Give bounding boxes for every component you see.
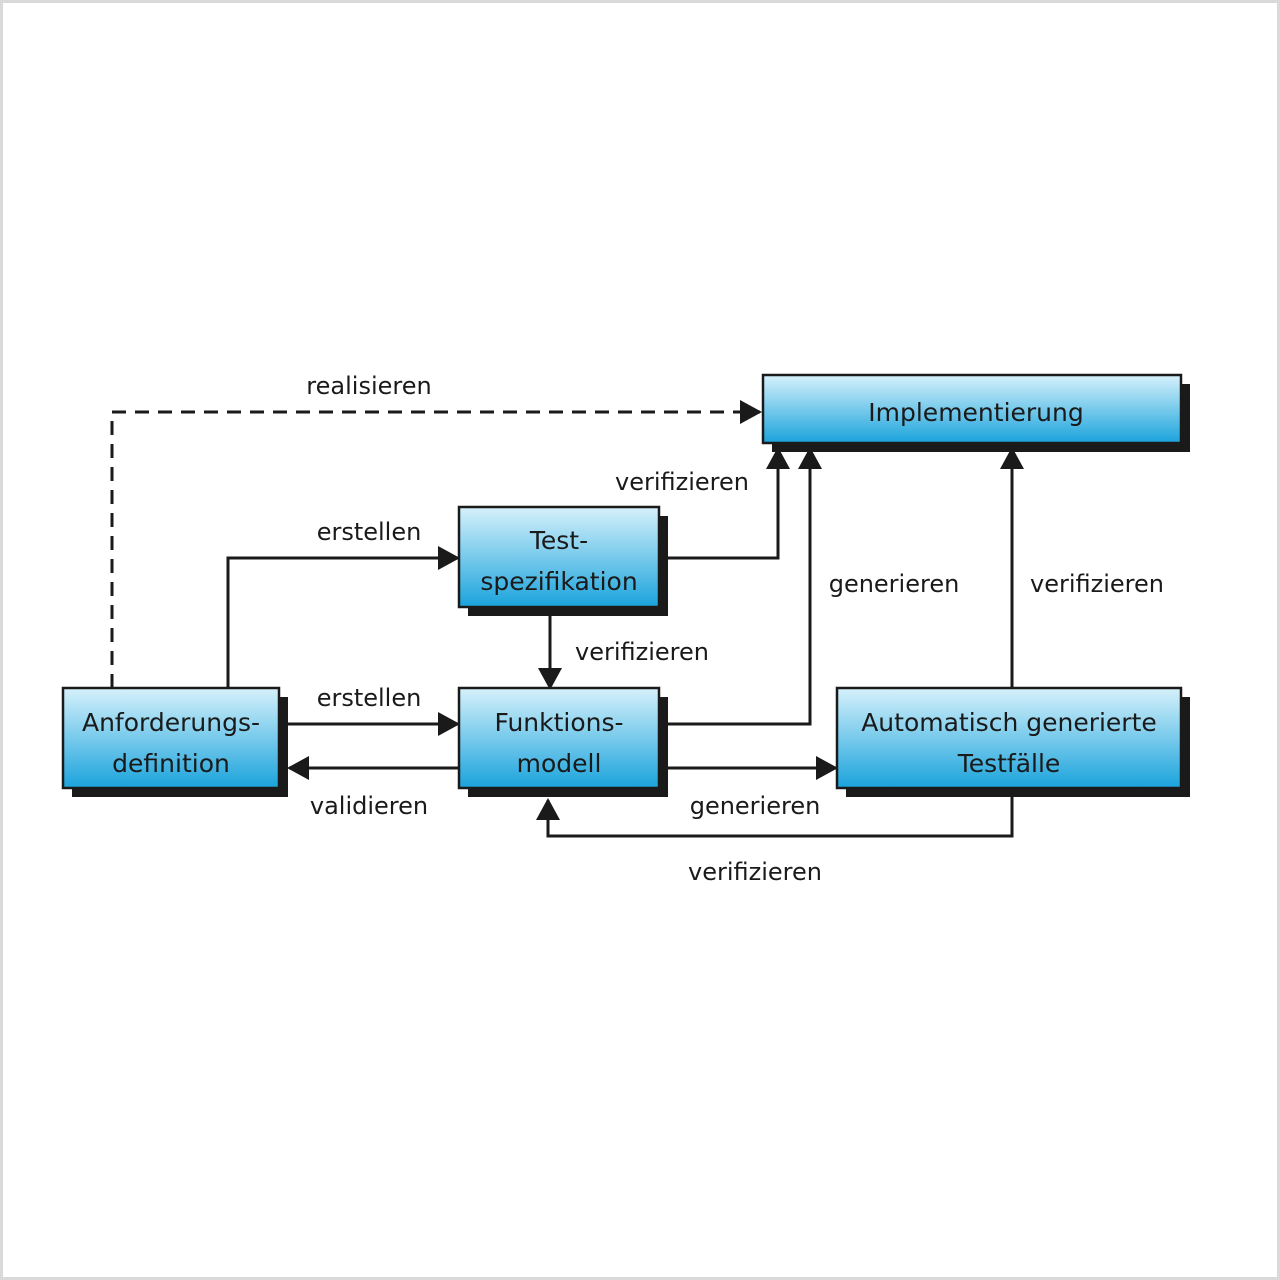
node-label-line1: Test- [529,526,588,555]
box-body [457,505,661,609]
label-erstellen-modell: erstellen [317,684,422,712]
node-label-line1: Automatisch generierte [861,708,1157,737]
label-verifizieren-testspez-impl: verifizieren [615,468,749,496]
label-verifizieren-testfaelle-impl: verifizieren [1030,570,1164,598]
label-verifizieren-testfaelle-modell: verifizieren [688,858,822,886]
edge-realisieren [110,400,762,688]
label-realisieren: realisieren [306,372,431,400]
node-label-line1: Funktions- [494,708,623,737]
node-label-line2: spezifikation [480,567,637,596]
node-label-line1: Anforderungs- [82,708,260,737]
node-funktionsmodell: Funktions- modell [457,686,668,797]
label-generieren-testfaelle: generieren [690,792,821,820]
box-body [457,686,661,790]
node-label-line2: Testfälle [957,749,1061,778]
box-body [61,686,281,790]
node-testspezifikation: Test- spezifikation [457,505,668,616]
label-validieren: validieren [310,792,428,820]
box-body [761,373,1183,445]
label-erstellen-testspez: erstellen [317,518,422,546]
label-generieren-modell-impl: generieren [829,570,960,598]
node-label: Implementierung [868,398,1083,427]
node-implementierung: Implementierung [761,373,1190,452]
node-label-line2: definition [112,749,230,778]
label-verifizieren-testspez-modell: verifizieren [575,638,709,666]
edge-anf-to-testspez [226,546,460,688]
edge-testfaelle-to-modell [536,790,1014,838]
edge-modell-to-impl [660,447,822,726]
node-testfaelle: Automatisch generierte Testfälle [835,686,1190,797]
box-body [835,686,1183,790]
edge-testspez-to-impl [660,447,790,560]
node-label-line2: modell [517,749,602,778]
node-anforderungsdefinition: Anforderungs- definition [61,686,288,797]
